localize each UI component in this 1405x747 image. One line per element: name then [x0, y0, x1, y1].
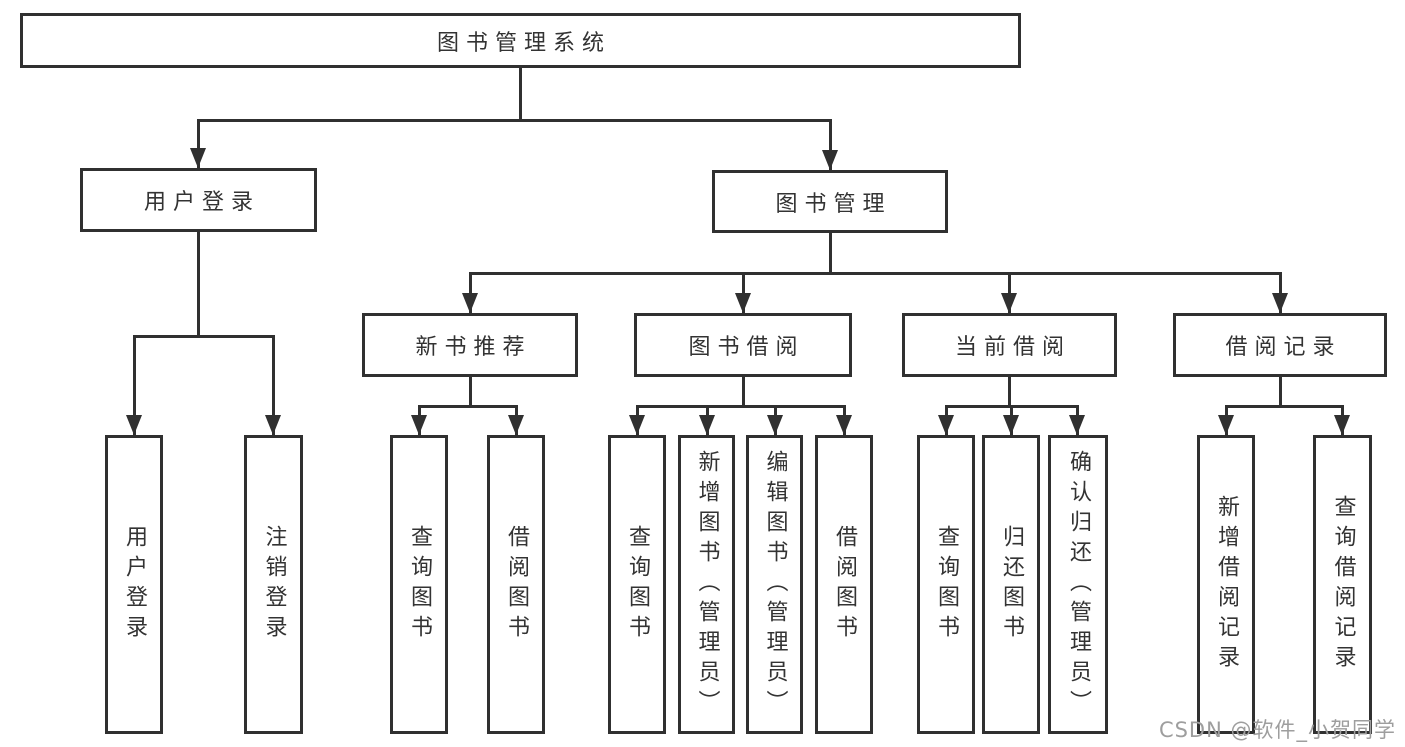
connector-line — [271, 336, 275, 435]
arrowhead-down-icon — [1218, 415, 1234, 435]
node-current-borrowing: 当前借阅 — [902, 313, 1117, 377]
connector-line — [828, 120, 832, 170]
node-borrowing-records-label: 借阅记录 — [1225, 335, 1342, 360]
node-bb-edit-books-admin: 编辑图书（管理员） — [746, 435, 803, 734]
arrowhead-down-icon — [1001, 293, 1017, 313]
node-new-book-recommendation-label: 新书推荐 — [415, 335, 532, 360]
node-bb-add-books-admin: 新增图书（管理员） — [678, 435, 735, 734]
node-new-book-recommendation: 新书推荐 — [362, 313, 578, 377]
connector-line — [1224, 404, 1344, 408]
node-nb-query-books: 查询图书 — [390, 435, 448, 734]
connector-line — [196, 118, 832, 122]
node-cb-return-books-label: 归还图书 — [999, 524, 1024, 645]
node-user-login-group-label: 用户登录 — [143, 190, 260, 215]
arrowhead-down-icon — [462, 293, 478, 313]
node-library-management-system-label: 图书管理系统 — [436, 30, 611, 56]
arrowhead-down-icon — [699, 415, 715, 435]
node-bb-add-books-admin-label: 新增图书（管理员） — [694, 449, 720, 720]
arrowhead-down-icon — [126, 415, 142, 435]
node-book-borrowing-label: 图书借阅 — [688, 335, 805, 360]
arrowhead-down-icon — [735, 293, 751, 313]
node-bb-borrow-books: 借阅图书 — [815, 435, 873, 734]
arrowhead-down-icon — [836, 415, 852, 435]
node-user-login: 用户登录 — [105, 435, 163, 734]
node-book-management-label: 图书管理 — [775, 191, 892, 217]
node-cb-confirm-return-admin-label: 确认归还（管理员） — [1066, 449, 1091, 720]
arrowhead-down-icon — [508, 415, 524, 435]
node-logout-label: 注销登录 — [261, 524, 287, 645]
node-bb-borrow-books-label: 借阅图书 — [832, 524, 857, 645]
node-nb-borrow-books: 借阅图书 — [487, 435, 545, 734]
arrowhead-down-icon — [1334, 415, 1350, 435]
arrowhead-down-icon — [629, 415, 645, 435]
arrowhead-down-icon — [411, 415, 427, 435]
connector-line — [1278, 377, 1282, 406]
node-logout: 注销登录 — [244, 435, 303, 734]
node-book-management: 图书管理 — [712, 170, 948, 233]
arrowhead-down-icon — [1272, 293, 1288, 313]
node-library-management-system: 图书管理系统 — [20, 13, 1021, 68]
csdn-watermark: CSDN @软件_小贺同学 — [1158, 718, 1396, 742]
node-nb-borrow-books-label: 借阅图书 — [504, 524, 529, 645]
node-br-query-record-label: 查询借阅记录 — [1330, 494, 1356, 675]
connector-line — [1007, 377, 1011, 406]
arrowhead-down-icon — [822, 150, 838, 170]
connector-line — [132, 334, 275, 338]
node-bb-edit-books-admin-label: 编辑图书（管理员） — [762, 449, 788, 720]
node-borrowing-records: 借阅记录 — [1173, 313, 1387, 377]
node-br-query-record: 查询借阅记录 — [1313, 435, 1372, 734]
node-br-add-record: 新增借阅记录 — [1197, 435, 1255, 734]
arrowhead-down-icon — [190, 148, 206, 168]
node-cb-query-books-label: 查询图书 — [934, 524, 959, 645]
arrowhead-down-icon — [265, 415, 281, 435]
node-br-add-record-label: 新增借阅记录 — [1214, 494, 1239, 675]
node-bb-query-books: 查询图书 — [608, 435, 666, 734]
connector-line — [132, 336, 136, 435]
node-cb-confirm-return-admin: 确认归还（管理员） — [1048, 435, 1108, 734]
connector-line — [828, 233, 832, 273]
node-nb-query-books-label: 查询图书 — [407, 524, 432, 645]
arrowhead-down-icon — [1069, 415, 1085, 435]
node-bb-query-books-label: 查询图书 — [625, 524, 650, 645]
connector-line — [196, 120, 200, 168]
arrowhead-down-icon — [767, 415, 783, 435]
connector-line — [741, 377, 745, 406]
arrowhead-down-icon — [1003, 415, 1019, 435]
node-user-login-group: 用户登录 — [80, 168, 317, 232]
arrowhead-down-icon — [938, 415, 954, 435]
node-user-login-label: 用户登录 — [122, 524, 147, 645]
node-cb-return-books: 归还图书 — [982, 435, 1040, 734]
node-book-borrowing: 图书借阅 — [634, 313, 852, 377]
connector-line — [518, 68, 522, 120]
node-cb-query-books: 查询图书 — [917, 435, 975, 734]
connector-line — [468, 377, 472, 406]
connector-line — [417, 404, 518, 408]
connector-line — [196, 232, 200, 336]
connector-line — [635, 404, 846, 408]
connector-line — [468, 271, 1282, 275]
node-current-borrowing-label: 当前借阅 — [954, 335, 1071, 360]
